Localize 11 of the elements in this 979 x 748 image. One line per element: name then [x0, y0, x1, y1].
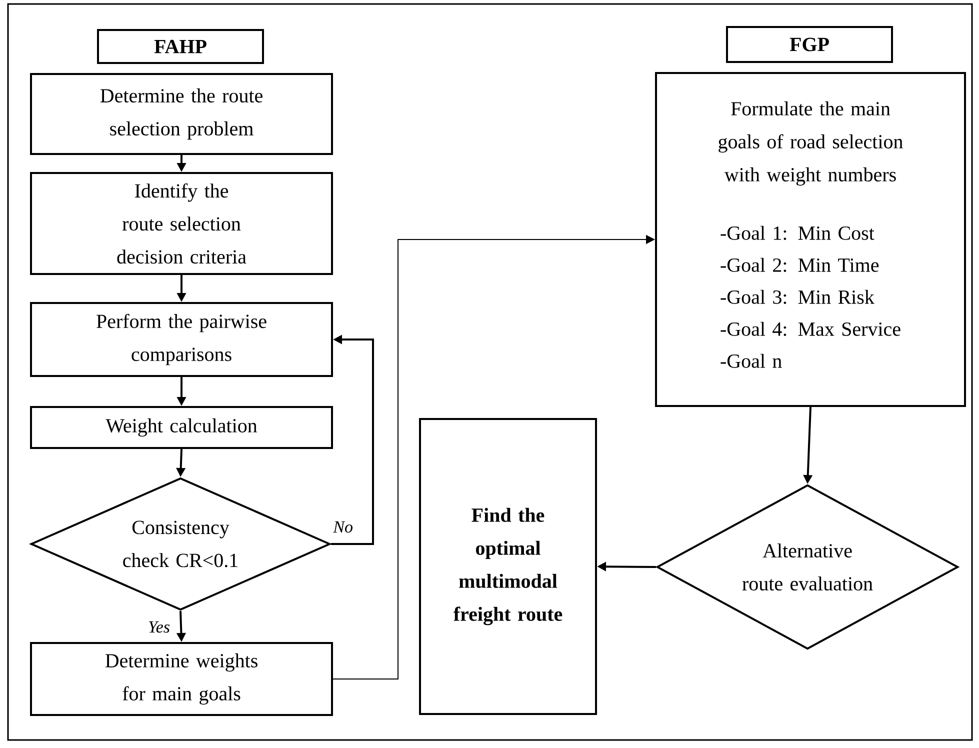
process-box: Perform the pairwise comparisons: [30, 302, 333, 377]
process-box: Determine weights for main goals: [30, 642, 333, 716]
edge-label: No: [333, 521, 352, 533]
process-box: Weight calculation: [30, 406, 333, 449]
result-box: Find the optimal multimodal freight route: [419, 418, 597, 715]
process-box: Determine the route selection problem: [30, 73, 333, 155]
header-box: FGP: [726, 26, 893, 63]
header-box: FAHP: [97, 29, 264, 64]
process-box: Identify the route selection decision criteria: [30, 172, 333, 275]
edge-label: Yes: [148, 621, 170, 633]
process-box: Formulate the main goals of road selection with weight numbers -Goal 1: Min Cost -Goal 2: Min Time -Goal 3: Min Risk -Goal 4: Max Service -Goal n: [655, 72, 966, 407]
